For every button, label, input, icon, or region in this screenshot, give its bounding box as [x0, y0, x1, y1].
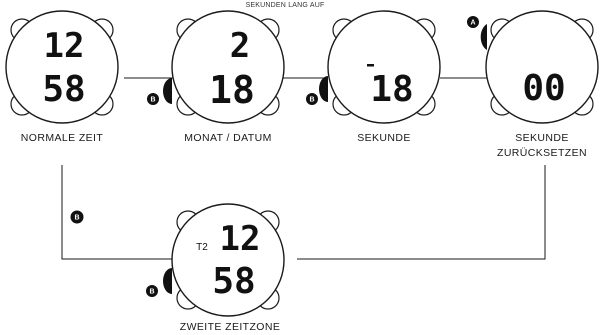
caption-second-time-zone: ZWEITE ZEITZONE: [179, 321, 281, 333]
svg-text:B: B: [149, 289, 154, 296]
display-bottom: 58: [212, 261, 255, 302]
svg-text:B: B: [150, 97, 155, 104]
button-b-pad[interactable]: [319, 76, 328, 102]
watch-reset-second: 00: [480, 10, 599, 124]
watch-month-date: 2 18: [163, 10, 285, 124]
watch-bezel: [5, 10, 119, 124]
watch-bezel: [485, 10, 599, 124]
button-b-pad[interactable]: [163, 268, 172, 294]
caption-normal-time: NORMALE ZEIT: [20, 132, 104, 144]
caption-month-date: MONAT / DATUM: [184, 132, 272, 144]
button-a-badge: A: [467, 16, 479, 28]
watch-bezel: [171, 203, 285, 317]
display-bottom: 58: [42, 69, 85, 110]
caption-reset-line1: SEKUNDE: [515, 132, 569, 144]
caption-reset-line2: ZURÜCKSETZEN: [497, 147, 587, 159]
connector-zone2-reset: [297, 165, 546, 260]
hold-hint: SEKUNDEN LANG AUF: [246, 2, 325, 9]
zone-tag: T2: [196, 242, 208, 253]
display-dash: [367, 64, 374, 67]
caption-second: SEKUNDE: [357, 132, 411, 144]
watch-bezel: [171, 10, 285, 124]
svg-text:B: B: [74, 215, 79, 222]
display-top: 12: [44, 26, 85, 66]
display-top: 2: [230, 26, 250, 66]
button-b-badge: B: [70, 210, 84, 224]
button-b-badge: B: [306, 93, 318, 105]
display-bottom: 18: [209, 68, 255, 112]
button-a-pad[interactable]: [480, 24, 487, 50]
button-b-pad[interactable]: [163, 78, 172, 104]
watch-second: 18: [319, 10, 441, 124]
watch-second-time-zone: T2 12 58: [163, 203, 285, 317]
watch-bezel: [327, 10, 441, 124]
connector-normal-zone2: [61, 165, 173, 260]
display-bottom: 18: [370, 69, 413, 110]
display-bottom: 00: [522, 68, 565, 109]
display-top: 12: [220, 219, 261, 259]
svg-text:B: B: [309, 97, 314, 104]
button-b-badge: B: [146, 285, 158, 297]
button-b-badge: B: [147, 93, 159, 105]
watch-normal-time: 12 58: [5, 10, 119, 124]
svg-text:A: A: [470, 20, 475, 27]
connector-lines: [61, 77, 546, 260]
